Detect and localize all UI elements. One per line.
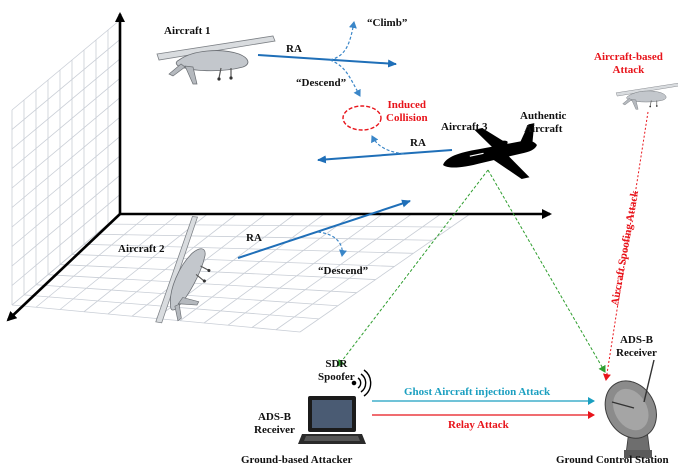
grid-line (11, 155, 121, 247)
grid-line (203, 213, 354, 324)
induced-line-2: Collision (386, 112, 428, 124)
grid-line (11, 116, 121, 208)
ra-label-3: RA (246, 232, 262, 244)
wireless-signal-icon (351, 369, 372, 397)
attack-line-1: Aircraft-based (594, 51, 663, 63)
attacker-adsb-receiver-label: ADS-B Receiver (254, 411, 295, 437)
grid-line (83, 213, 208, 313)
grid-line (11, 77, 121, 169)
spoofing-attack-line (602, 111, 649, 381)
authentic-aircraft-label: Authentic Aircraft (520, 110, 566, 136)
grid-line (251, 213, 412, 328)
coordinate-axes (6, 12, 552, 322)
sdr-line-2: Spoofer (318, 371, 355, 383)
grid-line (11, 19, 121, 111)
induced-line-1: Induced (387, 99, 427, 111)
radar-dish-icon (604, 359, 657, 458)
ra-arrows (237, 21, 453, 259)
grid-line (11, 39, 121, 130)
grid-line (11, 136, 121, 228)
grid-line (179, 213, 325, 322)
grid-line (11, 213, 121, 306)
grid-line (299, 213, 471, 333)
authentic-line-1: Authentic (520, 110, 567, 122)
aircraft-1-label: Aircraft 1 (164, 25, 211, 37)
ghost-injection-label: Ghost Aircraft injection Attack (404, 386, 551, 398)
broadcast-signals (337, 169, 606, 373)
aircraft-1-drone-icon (156, 35, 276, 85)
grid-line (11, 97, 121, 189)
ra-label-1: RA (286, 43, 302, 55)
descend-label-1: “Descend” (296, 77, 347, 89)
attack-line-2: Attack (612, 64, 645, 76)
sdr-line-1: SDR (325, 358, 348, 370)
grid-line (35, 213, 150, 308)
aircraft-based-attack-label: Aircraft-based Attack (594, 51, 663, 77)
aircraft-3-jet-icon (443, 123, 537, 179)
station-adsb-line-1: ADS-B (619, 334, 653, 346)
aircraft-2-label: Aircraft 2 (118, 243, 165, 255)
aircraft-3-label: Aircraft 3 (441, 121, 488, 133)
grid-line (227, 213, 383, 326)
laptop-icon (298, 396, 366, 444)
station-adsb-line-2: Receiver (616, 347, 657, 359)
induced-collision-marker (342, 105, 382, 131)
climb-label: “Climb” (367, 17, 408, 29)
grid-line (11, 58, 121, 150)
spoofing-attack-label: Aircraft Spoofing Attack (609, 189, 641, 307)
grid-line (59, 213, 179, 310)
station-adsb-receiver-label: ADS-B Receiver (616, 334, 657, 360)
relay-attack-label: Relay Attack (448, 419, 509, 431)
grid-line (11, 174, 121, 267)
induced-collision-label: Induced Collision (386, 99, 428, 125)
sdr-spoofer-label: SDR Spoofer (318, 358, 355, 384)
ground-attacker-label: Ground-based Attacker (241, 454, 353, 466)
attacker-adsb-line-2: Receiver (254, 424, 295, 436)
grid-line (11, 194, 121, 286)
attacker-adsb-line-1: ADS-B (257, 411, 291, 423)
grid-line (275, 213, 442, 331)
attacker-drone-icon (615, 82, 678, 110)
ground-station-label: Ground Control Station (556, 454, 669, 466)
descend-label-2: “Descend” (318, 265, 369, 277)
ra-label-2: RA (410, 137, 426, 149)
grid-line (107, 213, 237, 315)
authentic-line-2: Aircraft (524, 123, 563, 135)
